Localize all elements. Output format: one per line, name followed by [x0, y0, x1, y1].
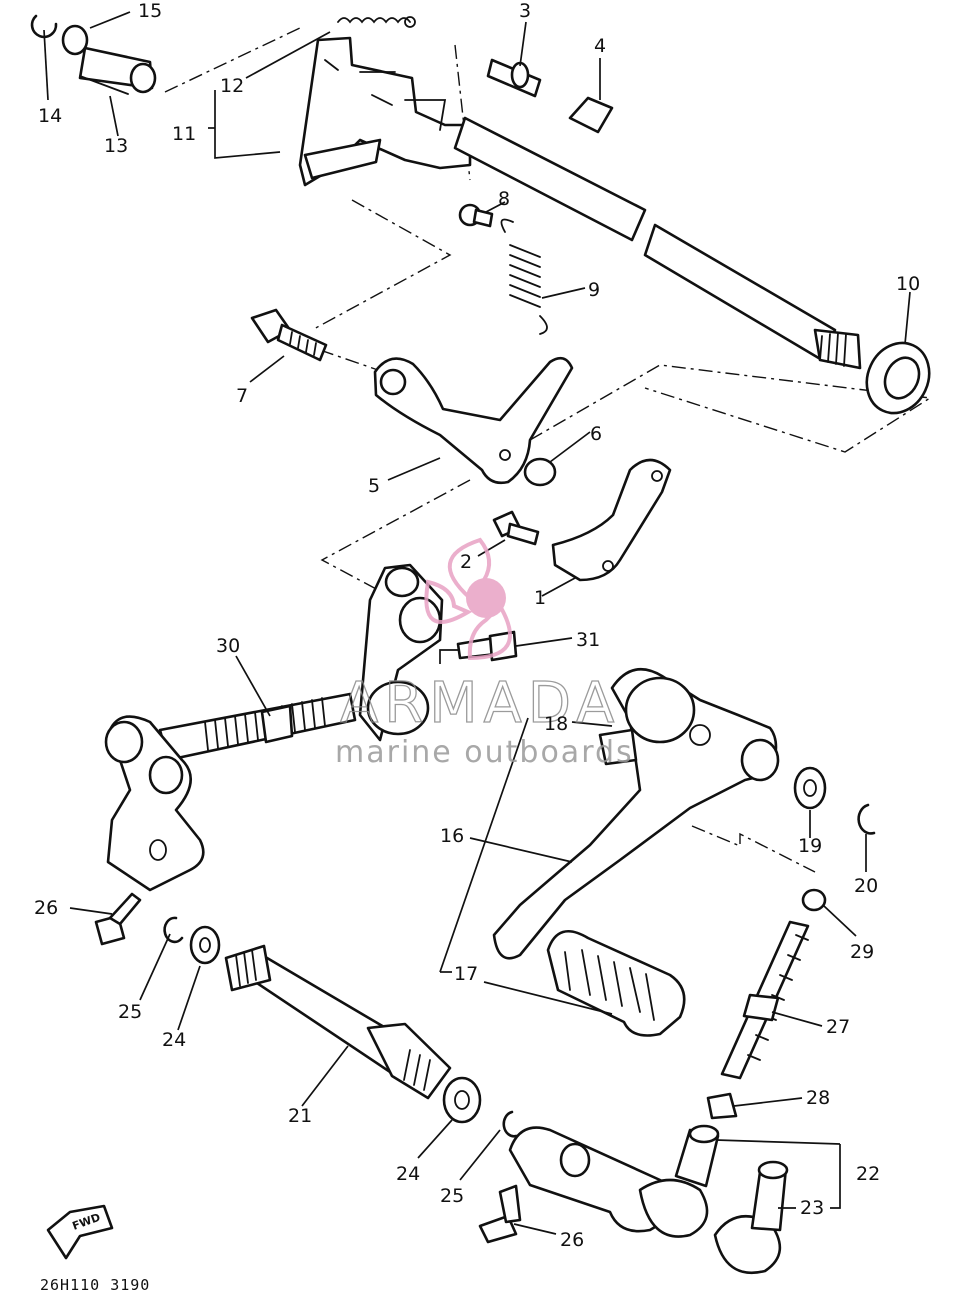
part-label-5: 5 — [368, 475, 380, 497]
part-number-labels: 15 14 13 12 11 3 4 8 9 10 7 5 6 2 1 31 3… — [34, 0, 920, 1251]
part-label-15: 15 — [138, 0, 162, 22]
figure-code: 26H110 3190 — [40, 1276, 150, 1294]
part-label-17: 17 — [454, 963, 478, 985]
part-label-22: 22 — [856, 1163, 880, 1185]
part-label-7: 7 — [236, 385, 248, 407]
part-label-26a: 26 — [34, 897, 58, 919]
part-label-14: 14 — [38, 105, 62, 127]
part-label-12: 12 — [220, 75, 244, 97]
part-label-20: 20 — [854, 875, 878, 897]
pedal-fixings — [706, 766, 876, 1120]
propeller-logo-icon — [424, 537, 512, 661]
shift-shaft-assembly — [298, 36, 931, 415]
part-label-25a: 25 — [118, 1001, 142, 1023]
part-label-18: 18 — [544, 713, 568, 735]
armada-watermark: ARMADA marine outboards — [335, 537, 634, 770]
part-label-19: 19 — [798, 835, 822, 857]
part-label-23: 23 — [800, 1197, 824, 1219]
part-label-10: 10 — [896, 273, 920, 295]
part-label-8: 8 — [498, 188, 510, 210]
part-label-16: 16 — [440, 825, 464, 847]
part-label-27: 27 — [826, 1016, 850, 1038]
part-label-3: 3 — [519, 0, 531, 22]
part-label-25b: 25 — [440, 1185, 464, 1207]
part-label-1: 1 — [534, 587, 546, 609]
watermark-tagline: marine outboards — [335, 735, 634, 770]
shift-pedal-assembly — [492, 668, 780, 1037]
part-label-11: 11 — [172, 123, 196, 145]
part-label-30: 30 — [216, 635, 240, 657]
lower-linkage — [94, 892, 789, 1274]
part-label-29: 29 — [850, 941, 874, 963]
part-label-4: 4 — [594, 35, 606, 57]
part-label-24b: 24 — [396, 1163, 420, 1185]
fwd-direction-arrow: FWD — [46, 1204, 114, 1260]
part-label-21: 21 — [288, 1105, 312, 1127]
watermark-brand: ARMADA — [340, 671, 620, 736]
leader-lines — [43, 11, 911, 1235]
part-label-13: 13 — [104, 135, 128, 157]
lever-plates — [373, 356, 672, 582]
shift-rod-assembly — [104, 563, 444, 892]
part-label-24a: 24 — [162, 1029, 186, 1051]
part-label-6: 6 — [590, 423, 602, 445]
part-label-9: 9 — [588, 279, 600, 301]
part-label-2: 2 — [460, 551, 472, 573]
part-label-26b: 26 — [560, 1229, 584, 1251]
part-label-28: 28 — [806, 1087, 830, 1109]
part-label-31: 31 — [576, 629, 600, 651]
small-hardware — [30, 14, 614, 662]
